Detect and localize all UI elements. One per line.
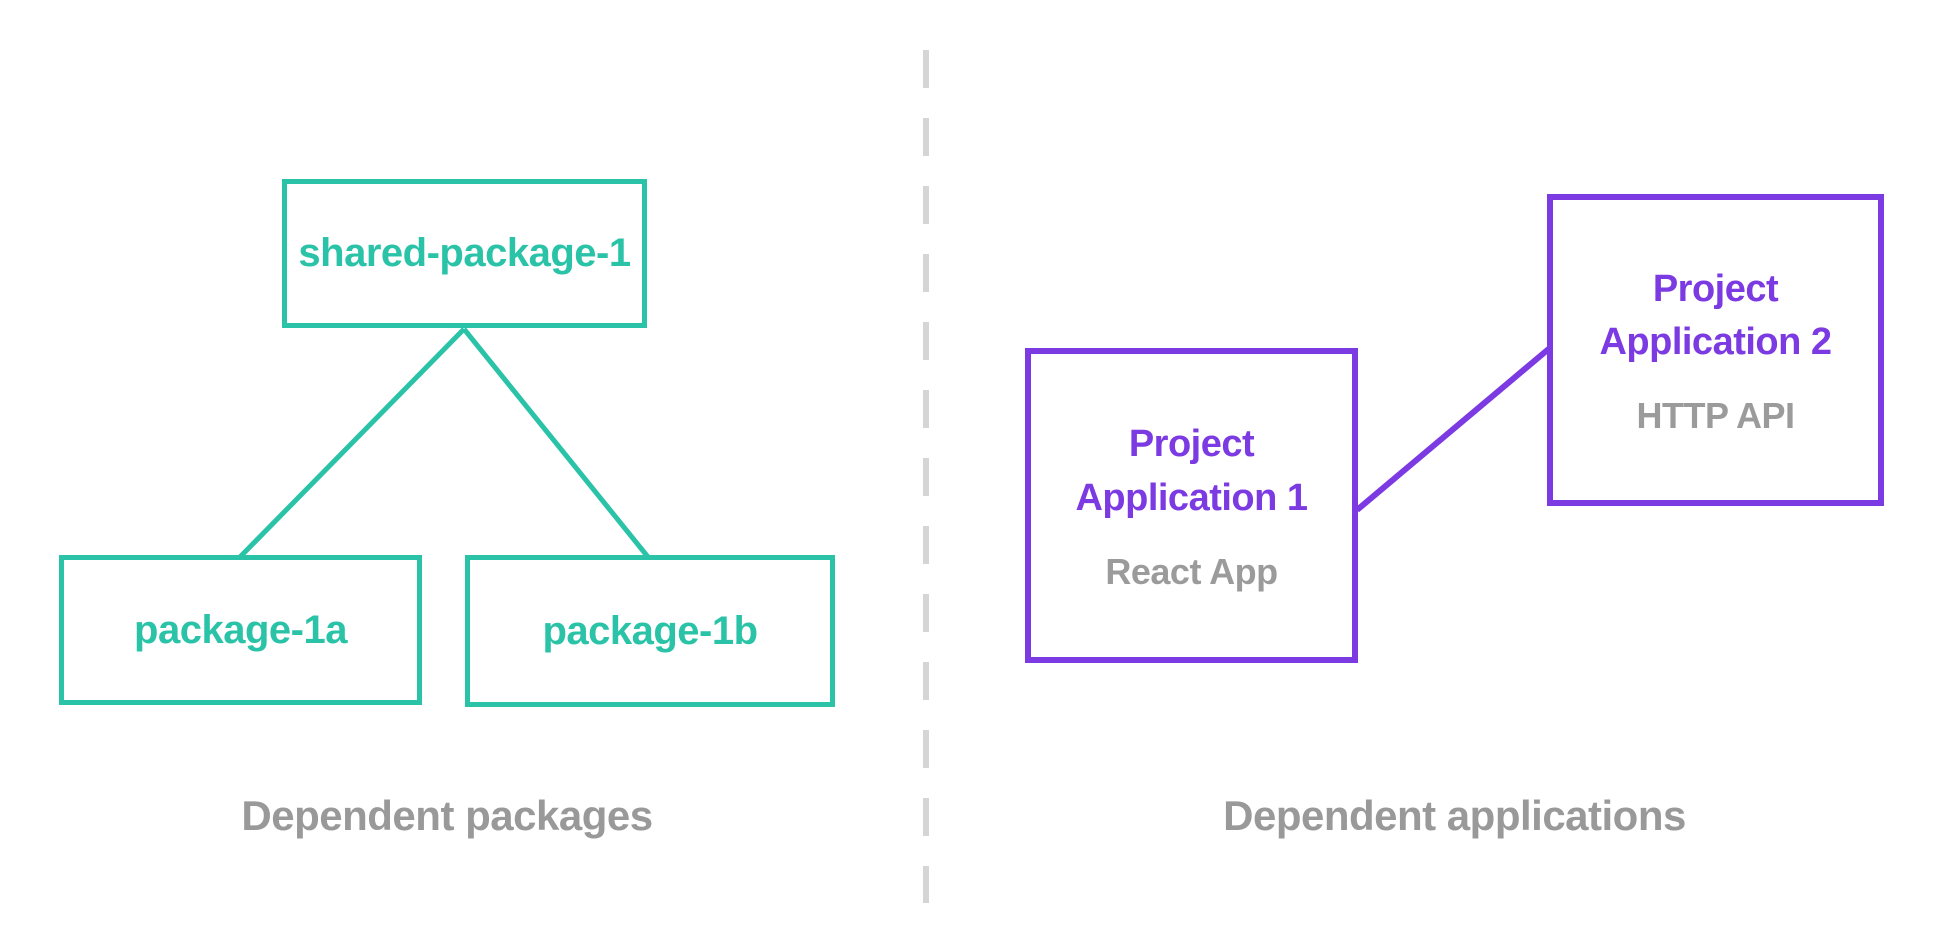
- node-title-line-1: Project: [1128, 423, 1255, 466]
- node-subtitle: HTTP API: [1636, 395, 1795, 437]
- node-package-1a: package-1a: [59, 555, 422, 705]
- node-title-line-2: Application 1: [1075, 476, 1308, 519]
- edge-app1-to-app2: [1355, 344, 1553, 513]
- node-label: package-1a: [134, 607, 347, 652]
- node-shared-package-1: shared-package-1: [282, 179, 647, 328]
- node-label: package-1b: [542, 608, 758, 653]
- node-title-line-2: Application 2: [1599, 321, 1832, 363]
- node-title: Project Application 2: [1599, 263, 1832, 369]
- edge-shared-to-package-1b: [462, 327, 650, 559]
- right-section-caption: Dependent applications: [1223, 792, 1686, 839]
- node-package-1b: package-1b: [465, 555, 835, 707]
- edge-shared-to-package-1a: [238, 327, 466, 559]
- node-project-application-1: Project Application 1 React App: [1025, 348, 1358, 663]
- node-subtitle: React App: [1105, 550, 1278, 592]
- node-title: Project Application 1: [1075, 418, 1308, 524]
- node-title-line-1: Project: [1652, 267, 1779, 310]
- node-label: shared-package-1: [298, 231, 631, 275]
- left-section-caption: Dependent packages: [241, 792, 653, 839]
- node-project-application-2: Project Application 2 HTTP API: [1547, 194, 1884, 506]
